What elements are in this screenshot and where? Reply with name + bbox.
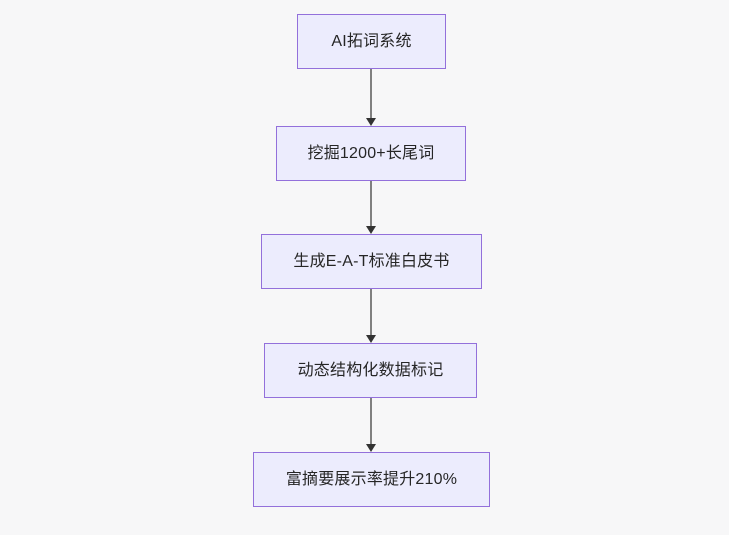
flow-node-mine-longtail-keywords[interactable]: 挖掘1200+长尾词: [276, 126, 466, 181]
flow-node-rich-snippet-rate-increase[interactable]: 富摘要展示率提升210%: [253, 452, 490, 507]
edge-n3-n4: [365, 289, 377, 343]
edge-line: [370, 289, 372, 335]
flow-node-dynamic-structured-data-markup[interactable]: 动态结构化数据标记: [264, 343, 477, 398]
arrowhead-icon: [366, 444, 376, 452]
flow-node-label: AI拓词系统: [331, 32, 412, 50]
flow-node-label: 生成E-A-T标准白皮书: [293, 252, 450, 270]
arrowhead-icon: [366, 226, 376, 234]
arrowhead-icon: [366, 118, 376, 126]
edge-line: [370, 181, 372, 226]
flow-node-label: 动态结构化数据标记: [297, 361, 444, 379]
edge-n1-n2: [365, 69, 377, 126]
arrowhead-icon: [366, 335, 376, 343]
flow-node-generate-eat-whitepaper[interactable]: 生成E-A-T标准白皮书: [261, 234, 482, 289]
flow-node-ai-keyword-system[interactable]: AI拓词系统: [297, 14, 446, 69]
edge-line: [370, 398, 372, 444]
edge-line: [370, 69, 372, 118]
edge-n4-n5: [365, 398, 377, 452]
edge-n2-n3: [365, 181, 377, 234]
flow-node-label: 挖掘1200+长尾词: [307, 144, 435, 162]
flow-node-label: 富摘要展示率提升210%: [285, 470, 458, 488]
